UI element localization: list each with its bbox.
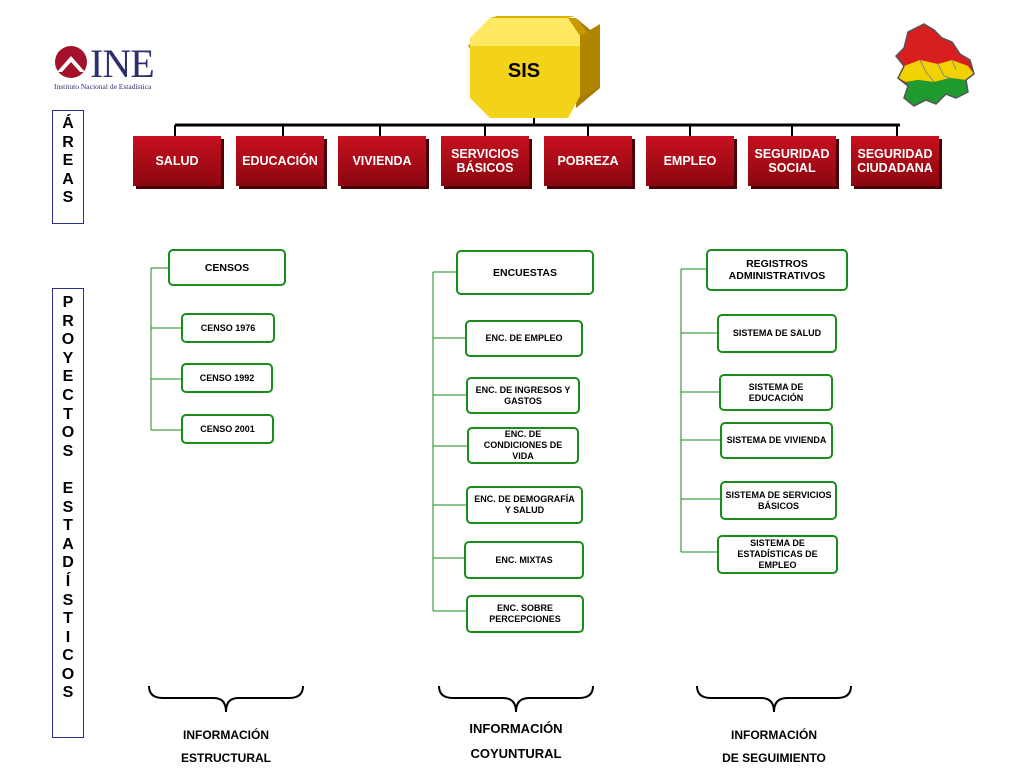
- area-empleo: EMPLEO: [646, 136, 734, 186]
- proyectos-letter: S: [62, 591, 74, 609]
- caption-line: DE SEGUIMIENTO: [722, 751, 826, 765]
- proyectos-letter: D: [62, 554, 74, 572]
- caption-line: INFORMACIÓN: [469, 721, 563, 736]
- censo-2001: CENSO 2001: [181, 414, 274, 444]
- encuestas-head: ENCUESTAS: [456, 250, 594, 295]
- proyectos-letter: T: [63, 610, 73, 628]
- sistema-estadisticas-empleo: SISTEMA DE ESTADÍSTICAS DE EMPLEO: [717, 535, 838, 574]
- proyectos-estadisticos-vertical-label: P R O Y E C T O S E S T A D Í S T I C O …: [52, 288, 84, 738]
- area-educacion: EDUCACIÓN: [236, 136, 324, 186]
- proyectos-letter: S: [62, 442, 74, 460]
- area-salud: SALUD: [133, 136, 221, 186]
- areas-letter: R: [62, 133, 74, 151]
- sistema-vivienda: SISTEMA DE VIVIENDA: [720, 422, 833, 459]
- registros-head: REGISTROS ADMINISTRATIVOS: [706, 249, 848, 291]
- enc-sobre-percepciones: ENC. SOBRE PERCEPCIONES: [466, 595, 584, 633]
- proyectos-letter: O: [61, 424, 75, 442]
- proyectos-letter: O: [61, 665, 75, 683]
- censos-head: CENSOS: [168, 249, 286, 286]
- ine-emblem-icon: [55, 46, 87, 78]
- proyectos-letter: I: [65, 628, 71, 646]
- ine-logo: INE Instituto Nacional de Estadística: [52, 42, 162, 94]
- proyectos-letter: S: [62, 684, 74, 702]
- area-servicios-basicos: SERVICIOS BÁSICOS: [441, 136, 529, 186]
- proyectos-letter: Í: [65, 572, 71, 590]
- censo-1976: CENSO 1976: [181, 313, 275, 343]
- proyectos-letter: T: [63, 405, 73, 423]
- proyectos-letter: C: [62, 386, 74, 404]
- proyectos-letter: E: [62, 479, 74, 497]
- areas-letter: Á: [62, 115, 74, 132]
- proyectos-letter: R: [62, 312, 74, 330]
- areas-vertical-label: Á R E A S: [52, 110, 84, 224]
- proyectos-letter: C: [62, 647, 74, 665]
- sistema-salud: SISTEMA DE SALUD: [717, 314, 837, 353]
- caption-line: ESTRUCTURAL: [181, 751, 271, 765]
- bolivia-map-icon: [890, 20, 982, 112]
- caption-informacion-coyuntural: INFORMACIÓN COYUNTURAL: [446, 716, 586, 766]
- area-vivienda: VIVIENDA: [338, 136, 426, 186]
- areas-letter: S: [62, 189, 74, 207]
- proyectos-letter: E: [62, 368, 74, 386]
- area-seguridad-social: SEGURIDAD SOCIAL: [748, 136, 836, 186]
- enc-ingresos-gastos: ENC. DE INGRESOS Y GASTOS: [466, 377, 580, 414]
- sistema-servicios-basicos: SISTEMA DE SERVICIOS BÁSICOS: [720, 481, 837, 520]
- proyectos-letter: P: [62, 294, 74, 311]
- proyectos-letter: A: [62, 535, 74, 553]
- proyectos-letter: Y: [62, 349, 74, 367]
- censo-1992: CENSO 1992: [181, 363, 273, 393]
- caption-line: INFORMACIÓN: [183, 728, 269, 742]
- enc-condiciones-vida: ENC. DE CONDICIONES DE VIDA: [467, 427, 579, 464]
- area-pobreza: POBREZA: [544, 136, 632, 186]
- sis-label: SIS: [507, 60, 541, 82]
- caption-informacion-estructural: INFORMACIÓN ESTRUCTURAL: [156, 724, 296, 770]
- enc-empleo: ENC. DE EMPLEO: [465, 320, 583, 357]
- areas-letter: A: [62, 170, 74, 188]
- sis-node: SIS: [468, 12, 602, 120]
- caption-line: INFORMACIÓN: [731, 728, 817, 742]
- proyectos-letter: T: [63, 517, 73, 535]
- enc-mixtas: ENC. MIXTAS: [464, 541, 584, 579]
- ine-logo-text: INE: [90, 41, 155, 86]
- proyectos-letter: S: [62, 498, 74, 516]
- areas-letter: E: [62, 152, 74, 170]
- ine-logo-subtitle: Instituto Nacional de Estadística: [54, 82, 152, 91]
- sistema-educacion: SISTEMA DE EDUCACIÓN: [719, 374, 833, 411]
- area-seguridad-ciudadana: SEGURIDAD CIUDADANA: [851, 136, 939, 186]
- caption-informacion-seguimiento: INFORMACIÓN DE SEGUIMIENTO: [704, 724, 844, 770]
- enc-demografia-salud: ENC. DE DEMOGRAFÍA Y SALUD: [466, 486, 583, 524]
- caption-line: COYUNTURAL: [470, 746, 562, 761]
- proyectos-letter: O: [61, 331, 75, 349]
